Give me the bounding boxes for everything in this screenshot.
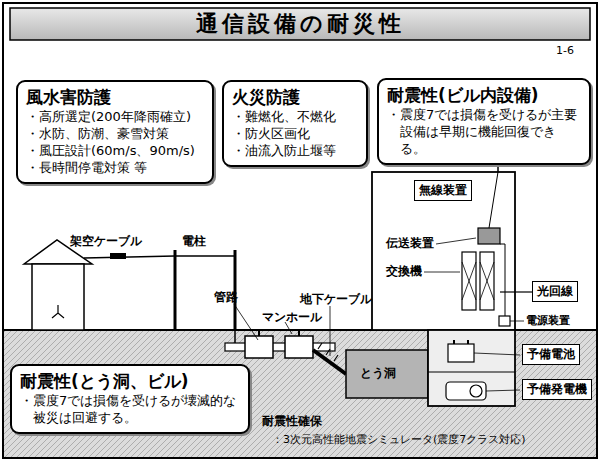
part-label: マンホール [262,310,322,324]
house-wall [32,264,84,330]
equipment-tag: 無線装置 [414,180,472,201]
leader-line [424,272,460,273]
bullet-text: ・油流入防止堰等 [232,142,358,159]
part-label: 交換機 [386,264,422,278]
info-box: 火災防護・難燃化、不燃化・防火区画化・油流入防止堰等 [222,80,368,167]
internal-wiring [500,244,505,318]
feeder-line [489,172,498,228]
house-terminal [52,305,64,318]
page-frame [3,3,597,458]
part-label: 地下ケーブル [300,292,372,306]
manhole [245,336,273,358]
bullet-text: ・難燃化、不燃化 [232,108,358,125]
leader-line [474,353,520,355]
tag-text: 予備電池 [527,347,575,362]
part-label: 耐震性確保 [262,414,322,428]
aerial-cable [84,256,235,258]
bullet-text: ・水防、防潮、豪雪対策 [26,125,204,142]
box-heading: 火災防護 [232,86,358,108]
cable-tunnel [346,350,428,398]
info-box: 耐震性(ビル内設備)・震度7では損傷を受けるが主要設備は早期に機能回復できる。 [377,78,591,165]
power-unit [499,316,510,326]
bullet-text: ・高所選定(200年降雨確立) [26,108,204,125]
manhole [285,336,313,358]
generator-rotor [470,385,482,397]
info-box: 耐震性(とう洞、ビル)・震度7では損傷を受けるが壊滅的な被災は回避する。 [10,364,250,434]
box-heading: 風水害防護 [26,86,204,108]
battery [448,344,474,362]
building-basement [428,330,515,406]
leader-line [330,306,331,356]
tag-text: 無線装置 [419,183,467,198]
fiber-line [500,291,515,292]
part-label: 管路 [214,290,238,304]
tag-text: 予備発電機 [527,382,587,397]
slide-number: 1-6 [556,44,574,57]
generator [446,382,486,400]
bullet-text: ・震度7では損傷を受けるが主要設備は早期に機能回復できる。 [387,106,581,157]
leader-line [510,321,524,322]
diagram-title: 通信設備の耐災性 [0,10,600,38]
equipment-tag: 予備電池 [522,344,580,365]
part-label: 伝送装置 [386,236,434,250]
underground-cable [313,350,346,374]
leader-line [486,390,520,391]
bullet-text: ・長時間停電対策 等 [26,159,204,176]
utility-pole [174,250,177,330]
info-box: 風水害防護・高所選定(200年降雨確立)・水防、防潮、豪雪対策・風圧設計(60m… [16,80,214,184]
leader-line [234,304,258,340]
ground [4,330,596,457]
box-heading: 耐震性(とう洞、ビル) [20,370,240,392]
rack-detail [462,262,494,300]
leader-line [436,238,476,244]
tag-text: 光回線 [537,284,573,299]
ground-texture [4,330,596,457]
part-label: 電柱 [182,234,206,248]
part-label: 電源装置 [526,314,570,327]
battery-terminal [454,340,468,344]
part-label: 架空ケーブル [70,234,142,248]
manhole-neck [298,330,300,336]
building [372,172,515,330]
floor-slab [428,372,515,373]
bullet-text: ・震度7では損傷を受けるが壊滅的な被災は回避する。 [20,392,240,426]
equipment-tag: 予備発電機 [522,379,592,400]
bullet-text: ・風圧設計(60m/s、90m/s) [26,142,204,159]
box-heading: 耐震性(ビル内設備) [387,84,581,106]
cable-closure [110,253,126,259]
part-label: とう洞 [360,366,396,380]
bullet-text: ・防火区画化 [232,125,358,142]
cable-support [318,343,338,361]
transmission-equipment [478,228,500,244]
conduit-pipe [225,343,335,351]
fiber-line [515,291,532,292]
equipment-tag: 光回線 [532,281,578,302]
part-label: ：3次元高性能地震シミュレータ(震度7クラス対応) [272,433,526,446]
manhole-neck [258,330,260,336]
